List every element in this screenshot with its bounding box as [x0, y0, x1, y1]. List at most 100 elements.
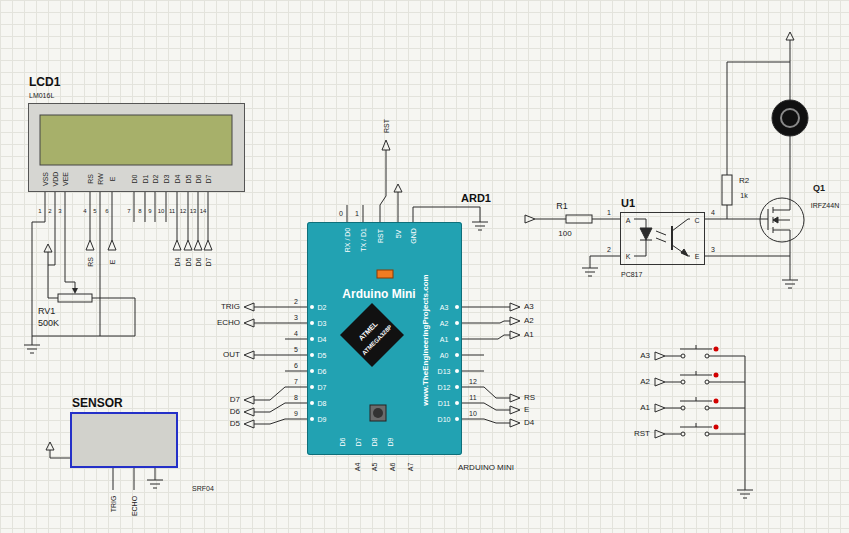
pin-label: 12 — [180, 208, 187, 214]
node-text: LM016L — [29, 92, 54, 99]
pin-label: D5 — [185, 175, 192, 184]
pin-label: A5 — [371, 463, 378, 472]
arduino-board-part — [455, 353, 459, 357]
pin-label: D4 — [318, 336, 327, 343]
pin-label: D10 — [438, 416, 451, 423]
optocoupler-circuit-part — [566, 215, 592, 223]
pin-label: D2 — [318, 304, 327, 311]
pin-label: 10 — [158, 208, 165, 214]
pin-label: D8 — [318, 400, 327, 407]
pin-label: A2 — [640, 378, 650, 386]
pin-label: D6 — [195, 258, 202, 267]
pin-label: D6 — [318, 368, 327, 375]
arduino-wires-part — [244, 351, 254, 359]
pin-label: D5 — [230, 420, 240, 428]
sensor-wires-part — [70, 412, 178, 468]
pin-label: D4 — [174, 175, 181, 184]
pin-label: RV1 — [38, 307, 55, 316]
pin-label: 14 — [200, 208, 207, 214]
pin-label: E — [524, 406, 529, 414]
arduino-board-part — [455, 305, 459, 309]
optocoupler-circuit — [525, 205, 790, 276]
optocoupler-circuit-part — [671, 226, 673, 250]
optocoupler-circuit-part — [656, 231, 666, 242]
pin-label: A0 — [440, 352, 449, 359]
arduino-wires-part — [244, 420, 254, 428]
arduino-wires — [244, 140, 520, 428]
pin-label: 8 — [138, 208, 141, 214]
pin-label: OUT — [223, 351, 240, 359]
pin-label: D7 — [355, 438, 362, 447]
pin-label: D5 — [318, 352, 327, 359]
node-title: LCD1 — [29, 76, 60, 88]
pin-label: 11 — [169, 208, 175, 214]
mosfet-motor-circuit-part — [781, 109, 799, 127]
pin-label: D11 — [438, 400, 450, 407]
pin-label: A1 — [640, 404, 650, 412]
pin-label: 12 — [469, 378, 477, 385]
arduino-board-part — [370, 405, 386, 421]
pin-label: 2 — [607, 246, 611, 253]
mosfet-motor-circuit-part — [722, 175, 732, 205]
pin-label: 1k — [740, 192, 747, 199]
pin-label: D3 — [163, 175, 170, 184]
arduino-wires-part — [244, 396, 254, 404]
pin-label: D4 — [524, 419, 534, 427]
pin-label: D6 — [339, 438, 346, 447]
push-buttons-part — [655, 430, 665, 438]
arduino-wires-part — [510, 419, 520, 427]
sensor-box: SENSOR — [70, 412, 178, 468]
push-buttons-part — [681, 380, 685, 384]
mosfet-motor-circuit-part — [772, 100, 808, 136]
push-buttons-part — [681, 354, 685, 358]
pin-label: D2 — [152, 175, 159, 184]
pin-label: Q1 — [813, 184, 825, 193]
pin-label: E — [695, 253, 700, 260]
optocoupler-circuit-part — [582, 256, 620, 276]
pin-label: A3 — [440, 304, 449, 311]
push-buttons-part — [681, 432, 685, 436]
node-text: Arduino Mini — [342, 288, 415, 300]
lcd-wires-part — [204, 240, 212, 250]
pin-label: D7 — [318, 384, 327, 391]
lcd-wires — [24, 192, 212, 353]
lcd-wires-part — [108, 240, 116, 250]
pin-label: TX / D1 — [360, 228, 367, 252]
pin-label: A3 — [524, 303, 534, 311]
sensor-wires-part — [46, 442, 54, 450]
push-buttons — [655, 345, 753, 498]
arduino-wires-part — [254, 307, 307, 424]
pin-label: 1 — [38, 208, 41, 214]
pin-label: 5 — [93, 208, 96, 214]
arduino-board-part — [377, 270, 393, 278]
lcd-wires-part — [173, 240, 181, 250]
pin-label: 1 — [607, 209, 611, 216]
arduino-board-part — [455, 385, 459, 389]
pin-label: www.TheEngineeringProjects.com — [422, 274, 430, 405]
pin-label: A2 — [524, 317, 534, 325]
arduino-wires-part — [510, 303, 520, 311]
arduino-wires-part — [462, 307, 510, 423]
push-buttons-part — [705, 406, 709, 410]
arduino-wires-part — [382, 140, 390, 150]
arduino-board-part — [455, 401, 459, 405]
pin-label: A4 — [354, 463, 361, 472]
lcd-wires-part — [45, 192, 208, 222]
arduino-board-part — [455, 337, 459, 341]
pin-label: A1 — [440, 336, 449, 343]
pin-label: 4 — [83, 208, 86, 214]
pin-label: RST — [383, 119, 390, 133]
pin-label: C — [694, 217, 699, 224]
arduino-board-part — [310, 417, 314, 421]
mosfet-motor-circuit-part — [786, 32, 794, 40]
pin-label: ARDUINO MINI — [458, 464, 514, 472]
pin-label: GND — [410, 228, 417, 244]
arduino-board-part — [310, 305, 314, 309]
pin-label: 9 — [294, 410, 298, 417]
pin-label: 11 — [469, 394, 476, 401]
pin-label: D7 — [205, 175, 212, 184]
pin-label: VDD — [52, 172, 59, 187]
arduino-wires-part — [394, 184, 402, 192]
pin-label: A7 — [407, 463, 414, 472]
